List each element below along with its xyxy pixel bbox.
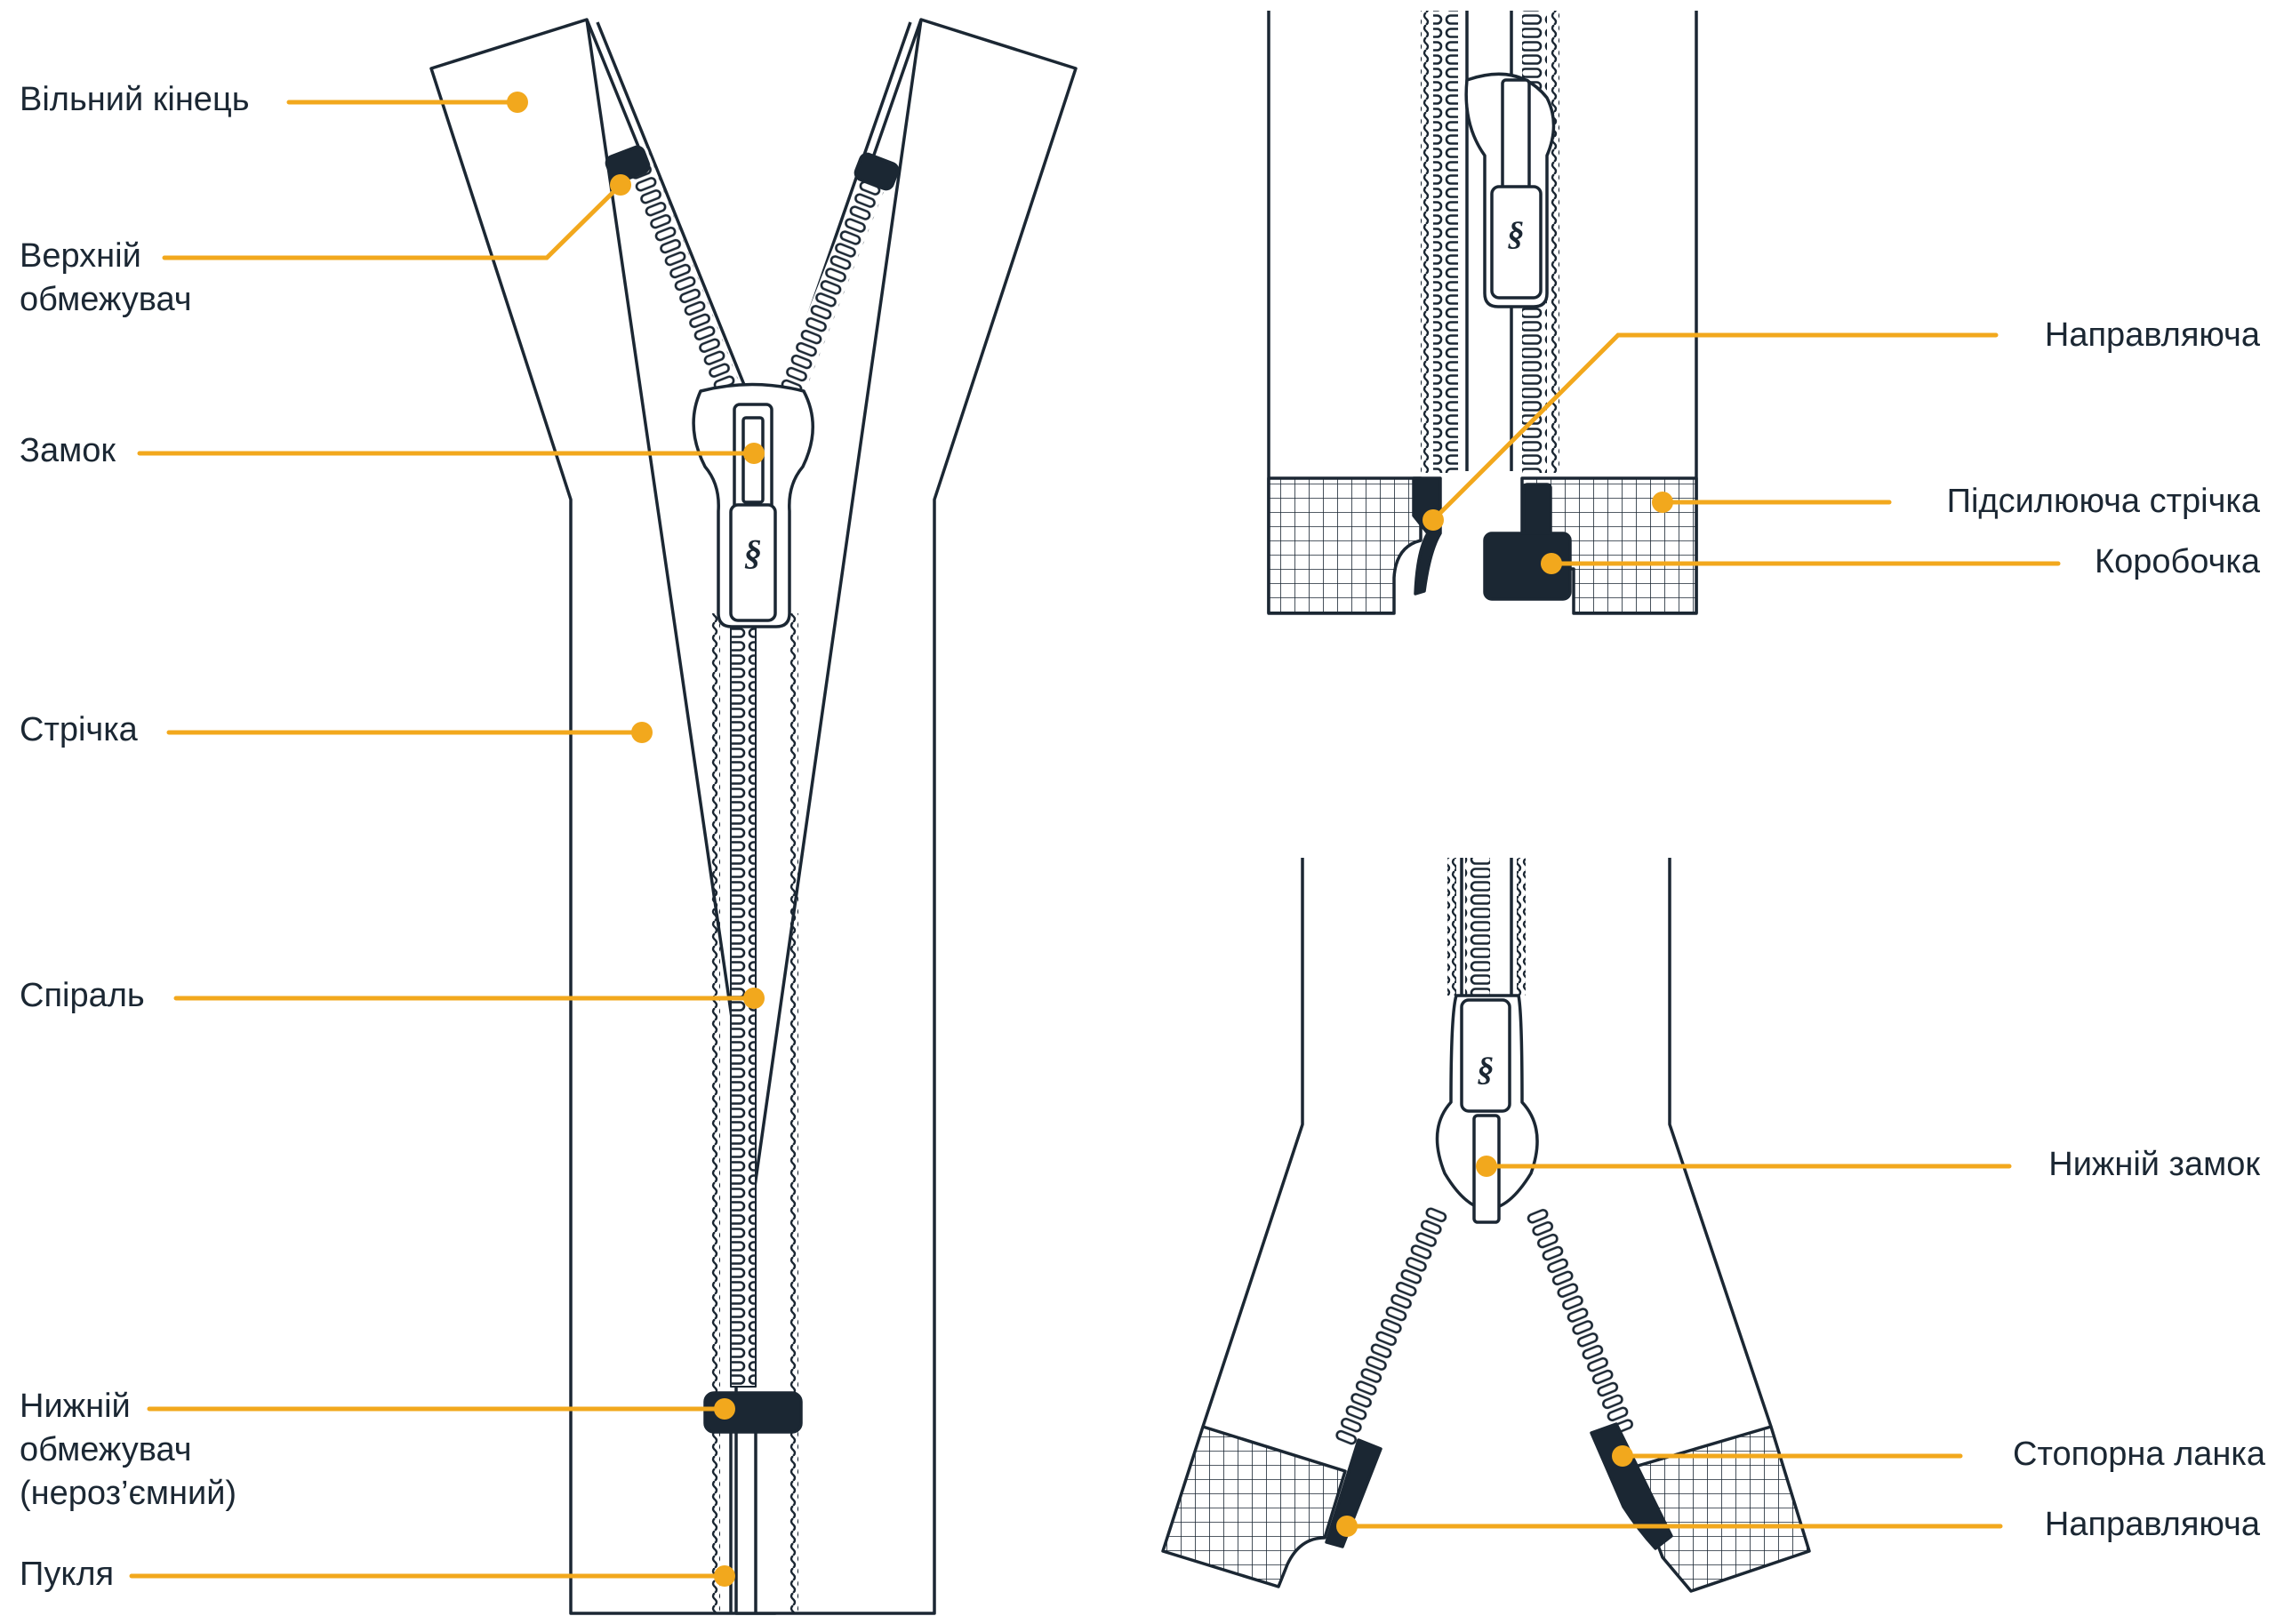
spiral-upper-right	[773, 177, 886, 412]
top-stop-left	[605, 145, 651, 184]
callout-dot	[743, 443, 765, 464]
callout-dot	[631, 722, 653, 743]
callout-dot	[714, 1565, 735, 1587]
callout-dot	[714, 1398, 735, 1420]
label-bottom-stop: Нижній обмежувач (нероз’ємний)	[20, 1388, 237, 1512]
label-pin-bottom: Направляюча	[2044, 1506, 2260, 1543]
label-top-stop: Верхній обмежувач	[20, 237, 192, 318]
separable-bottom-detail: §	[1267, 11, 1698, 615]
callout-dot	[1541, 553, 1562, 574]
two-way-detail: §	[1161, 858, 1811, 1593]
callout-dot	[1422, 509, 1444, 531]
label-slider: Замок	[20, 432, 116, 469]
spiral-upper-left	[622, 148, 745, 407]
label-pin-top: Направляюча	[2044, 316, 2260, 354]
callout-dot	[507, 92, 528, 113]
label-spiral: Спіраль	[20, 977, 145, 1014]
callouts	[129, 100, 2061, 1579]
label-lower-slider: Нижній замок	[2048, 1146, 2260, 1183]
callout-dot	[610, 174, 631, 196]
label-loop: Пукля	[20, 1556, 115, 1593]
spiral-bottom-right	[1524, 1205, 1638, 1438]
stop-link	[1590, 1422, 1673, 1550]
callout-dot	[1652, 492, 1673, 513]
brand-s-logo-icon: §	[1508, 215, 1525, 252]
label-tape: Стрічка	[20, 711, 138, 748]
label-stop-link: Стопорна ланка	[2013, 1436, 2265, 1473]
tape-outline-right	[734, 18, 1078, 1615]
label-free-end: Вільний кінець	[20, 81, 250, 118]
top-stop-right	[854, 152, 900, 191]
brand-s-logo-icon: §	[1478, 1051, 1495, 1088]
reinforcement-tape-bottom-right	[1627, 1425, 1811, 1593]
callout-dot	[1476, 1156, 1497, 1177]
callout-pin-top	[1431, 332, 1999, 523]
brand-s-logo-icon: §	[744, 532, 762, 572]
callout-dot	[1336, 1516, 1358, 1537]
callout-dot	[1612, 1445, 1633, 1467]
callout-top-stop	[162, 182, 623, 260]
label-box: Коробочка	[2095, 543, 2260, 580]
pin-top	[1412, 476, 1442, 596]
callout-dot	[743, 988, 765, 1009]
box-retainer	[1522, 483, 1552, 540]
reinforcement-tape-bottom-left	[1161, 1425, 1347, 1588]
label-reinforcement: Підсилююча стрічка	[1946, 483, 2260, 520]
spiral-bottom-left	[1332, 1204, 1450, 1449]
reinforcement-tape-left	[1267, 476, 1422, 615]
callout-dots	[507, 92, 1673, 1587]
